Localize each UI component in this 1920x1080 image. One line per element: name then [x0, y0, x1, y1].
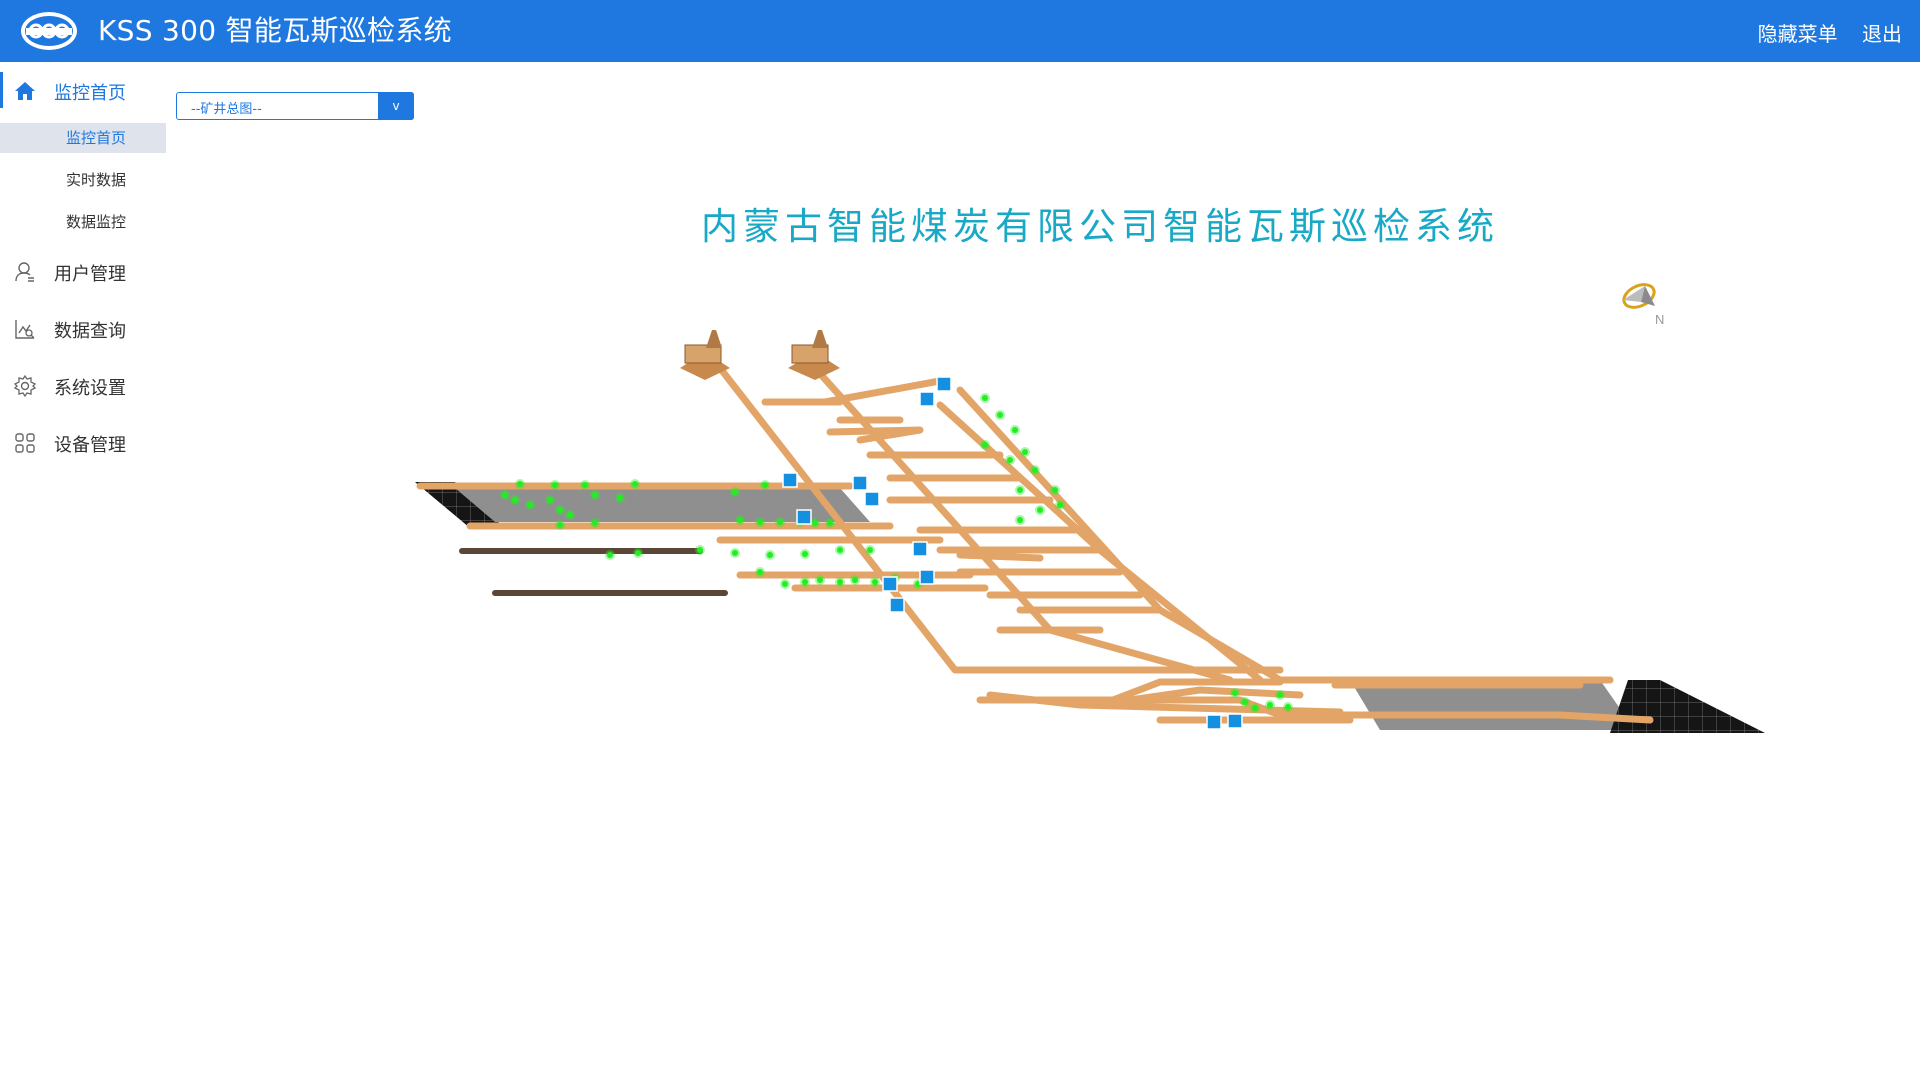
nav-label: 用户管理	[54, 264, 126, 285]
device-markers[interactable]	[782, 376, 1243, 730]
hide-menu-button[interactable]: 隐藏菜单	[1757, 22, 1838, 46]
working-face-left	[415, 482, 870, 528]
logout-button[interactable]: 退出	[1862, 22, 1902, 46]
mine-tunnel-map[interactable]	[400, 310, 1780, 760]
nav-label: 数据查询	[54, 321, 126, 342]
compass-north-label: N	[1655, 312, 1664, 327]
nav-label: 监控首页	[54, 83, 126, 104]
kss-logo-icon	[21, 12, 77, 50]
nav-label: 设备管理	[54, 435, 126, 456]
gas-sensors[interactable]	[500, 393, 1293, 713]
mine-select-value: --矿井总图--	[191, 102, 262, 117]
sub-item-monitor-home[interactable]: 监控首页	[0, 123, 166, 153]
compass-icon[interactable]: N	[1615, 272, 1675, 332]
chevron-down-icon[interactable]: v	[378, 92, 414, 120]
nav-user-management[interactable]: 用户管理	[0, 243, 166, 300]
user-icon	[15, 262, 34, 282]
chart-search-icon	[15, 320, 35, 339]
headframe-building-1	[680, 330, 730, 380]
headframe-building-2	[788, 330, 840, 380]
tunnel-network	[416, 364, 1654, 724]
sub-item-data-monitor[interactable]: 数据监控	[66, 213, 127, 231]
mine-select[interactable]: --矿井总图-- v	[176, 92, 414, 120]
dark-roadways	[459, 548, 728, 596]
sub-item-realtime-data[interactable]: 实时数据	[66, 171, 127, 189]
page-title: 内蒙古智能煤炭有限公司智能瓦斯巡检系统	[701, 205, 1499, 248]
top-bar: KSS 300 智能瓦斯巡检系统 隐藏菜单 退出	[0, 0, 1920, 62]
nav-device-management[interactable]: 设备管理	[0, 414, 166, 471]
nav-monitor-home[interactable]: 监控首页	[0, 62, 166, 119]
nav-data-query[interactable]: 数据查询	[0, 300, 166, 357]
gear-icon	[14, 375, 36, 397]
grid-icon	[15, 433, 35, 453]
home-icon	[15, 82, 35, 100]
app-title: KSS 300 智能瓦斯巡检系统	[98, 14, 452, 47]
nav-system-settings[interactable]: 系统设置	[0, 357, 166, 414]
sidebar: 监控首页 监控首页 实时数据 数据监控 用户管理 数据查询 系统设置	[0, 62, 166, 1080]
nav-label: 系统设置	[54, 378, 126, 399]
